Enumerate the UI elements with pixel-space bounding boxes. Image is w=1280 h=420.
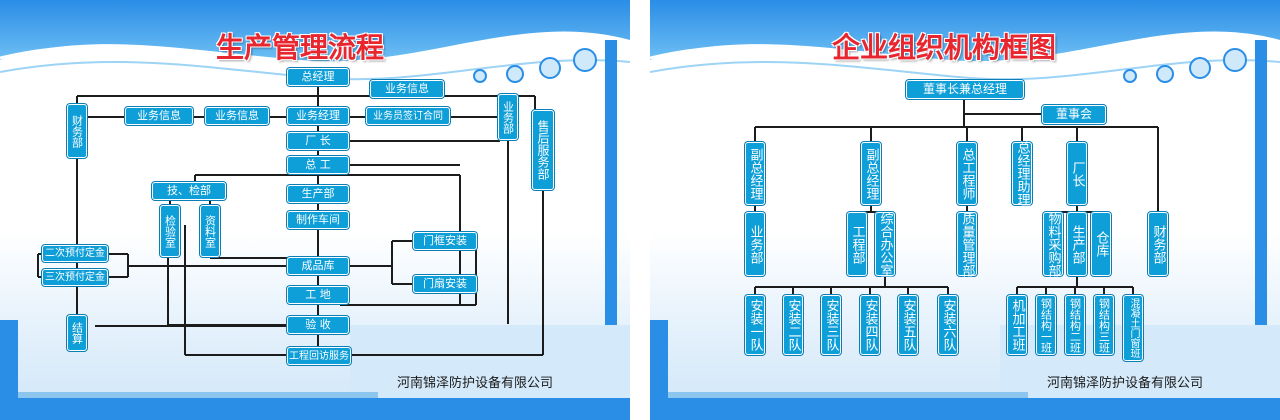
node-finance-dept: 财务部 — [1148, 212, 1168, 276]
node-install-team-3: 安装三队 — [821, 295, 841, 355]
org-chart-panel: 企业组织机构框图 董事长兼总经理 董事会 副总经理 副总 — [650, 0, 1280, 420]
node-biz-info-2: 业务信息 — [205, 107, 269, 125]
node-factory-head: 厂 长 — [287, 132, 349, 150]
node-purchasing-dept: 物料采购部 — [1043, 212, 1063, 277]
node-sales-contract: 业务员签订合同 — [366, 107, 450, 125]
node-install-team-6: 安装六队 — [938, 295, 958, 355]
node-steel-team-1: 钢结构一班 — [1036, 295, 1056, 355]
node-production-dept: 生产部 — [287, 185, 349, 203]
node-factory-head: 厂长 — [1067, 142, 1087, 205]
node-install-team-4: 安装四队 — [860, 295, 880, 355]
node-tech-inspection: 技、检部 — [152, 182, 226, 200]
node-production-dept: 生产部 — [1067, 212, 1087, 276]
node-chief-engineer: 总 工 — [287, 156, 349, 174]
node-install-team-1: 安装一队 — [745, 295, 765, 355]
node-engineering-dept: 工程部 — [847, 212, 867, 276]
node-revisit-service: 工程回访服务 — [287, 347, 351, 365]
node-site: 工 地 — [287, 286, 349, 304]
node-install-team-2: 安装二队 — [783, 295, 803, 355]
node-inspection-room: 检验室 — [160, 205, 180, 257]
node-board: 董事会 — [1042, 105, 1106, 124]
node-qa-dept: 质量管理部 — [957, 212, 977, 277]
production-flow-title: 生产管理流程 — [216, 31, 385, 64]
node-chairman: 董事长兼总经理 — [906, 80, 1024, 99]
node-finance-dept: 财务部 — [67, 104, 87, 158]
node-aftersales-dept: 售后服务部 — [532, 110, 554, 190]
company-name-right: 河南锦泽防护设备有限公司 — [1047, 376, 1204, 391]
node-biz-info-top: 业务信息 — [370, 80, 444, 98]
node-sales-manager: 业务经理 — [287, 107, 349, 125]
node-business-dept: 业务部 — [745, 212, 765, 276]
org-chart-title: 企业组织机构框图 — [832, 31, 1057, 64]
node-door-frame-install: 门框安装 — [413, 232, 477, 250]
node-general-office: 综合办公室 — [875, 212, 895, 277]
node-business-dept: 业务部 — [498, 94, 518, 140]
node-general-manager: 总经理 — [287, 68, 349, 86]
node-door-leaf-install: 门扇安装 — [413, 275, 477, 293]
node-machining-team: 机加工班 — [1007, 295, 1027, 355]
production-flow-panel: 生产管理流程 — [0, 0, 630, 420]
node-warehouse: 成品库 — [287, 257, 349, 275]
node-second-prepay: 二次预付定金 — [42, 245, 108, 262]
node-gm-assistant: 总经理助理 — [1012, 141, 1032, 206]
panel-background-decoration — [0, 0, 630, 420]
node-steel-team-3: 钢结构三班 — [1094, 295, 1114, 355]
node-acceptance: 验 收 — [287, 316, 349, 334]
node-install-team-5: 安装五队 — [898, 295, 918, 355]
node-concrete-door-team: 混凝土门窗班 — [1123, 295, 1143, 361]
node-archive-room: 资料室 — [200, 205, 220, 257]
org-connectors — [754, 98, 1159, 295]
node-steel-team-2: 钢结构二班 — [1065, 295, 1085, 355]
node-storage: 仓库 — [1091, 212, 1111, 276]
node-settlement: 结算 — [67, 315, 87, 351]
node-vice-gm-1: 副总经理 — [745, 142, 765, 205]
node-chief-engineer: 总工程师 — [957, 142, 977, 205]
company-name-left: 河南锦泽防护设备有限公司 — [397, 376, 554, 391]
node-vice-gm-2: 副总经理 — [861, 142, 881, 205]
node-workshop: 制作车间 — [287, 211, 349, 229]
node-biz-info-1: 业务信息 — [125, 107, 193, 125]
node-third-prepay: 三次预付定金 — [42, 269, 108, 286]
